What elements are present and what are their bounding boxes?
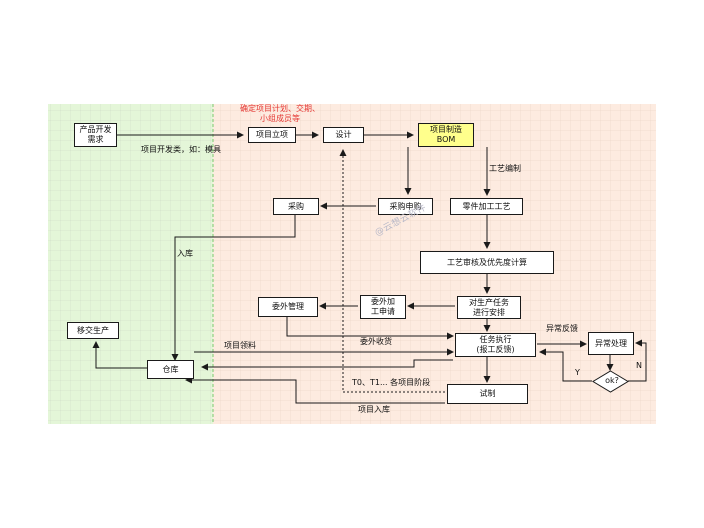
purchase-node[interactable]: 采购	[273, 198, 319, 215]
transfer-production-node[interactable]: 移交生产	[67, 322, 119, 339]
project-bom-node[interactable]: 项目制造 BOM	[418, 123, 474, 147]
trial-production-node[interactable]: 试制	[447, 384, 528, 404]
process-prep-label: 工艺编制	[489, 164, 521, 173]
no-label: N	[636, 361, 642, 370]
inbound-label: 入库	[177, 249, 193, 258]
yes-label: Y	[575, 368, 580, 377]
edge-outsource-receipt	[286, 317, 454, 340]
edge-execute-warehouse	[201, 359, 453, 371]
material-label: 项目领料	[224, 341, 256, 350]
design-node[interactable]: 设计	[323, 127, 364, 143]
schedule-node[interactable]: 对生产任务 进行安排	[457, 296, 521, 319]
outsource-request-node[interactable]: 委外加 工申请	[360, 295, 406, 319]
process-plan-node[interactable]: 零件加工工艺	[450, 198, 523, 215]
outsource-receipt-label: 委外收货	[360, 337, 392, 346]
edge-ok-exception	[628, 339, 647, 382]
project-type-label: 项目开发类，如：模具	[141, 145, 221, 154]
ok-decision-label: ok?	[605, 376, 619, 385]
process-review-node[interactable]: 工艺审核及优先度计算	[420, 251, 554, 274]
edge-trial-warehouse	[185, 376, 445, 404]
outsource-mgmt-node[interactable]: 委外管理	[258, 297, 318, 317]
ok-decision-node[interactable]	[592, 370, 629, 393]
warehouse-node[interactable]: 仓库	[147, 360, 194, 379]
project-setup-node[interactable]: 项目立项	[248, 127, 296, 143]
edge-purchase-warehouse	[171, 215, 296, 361]
project-inbound-label: 项目入库	[358, 405, 390, 414]
exception-handling-node[interactable]: 异常处理	[588, 332, 634, 355]
edge-trial-design	[339, 149, 445, 393]
product-demand-node[interactable]: 产品开发 需求	[74, 123, 117, 147]
phases-label: T0、T1... 各项目阶段	[352, 378, 431, 387]
exception-feedback-label: 异常反馈	[546, 324, 578, 333]
plan-note-label: 确定项目计划、交期、 小组成员等	[240, 104, 320, 123]
task-execute-node[interactable]: 任务执行 (报工反馈)	[455, 333, 536, 357]
edge-warehouse-transfer	[92, 341, 160, 369]
edge-ok-execute	[539, 348, 592, 382]
purchase-request-node[interactable]: 采购申购	[378, 198, 433, 215]
